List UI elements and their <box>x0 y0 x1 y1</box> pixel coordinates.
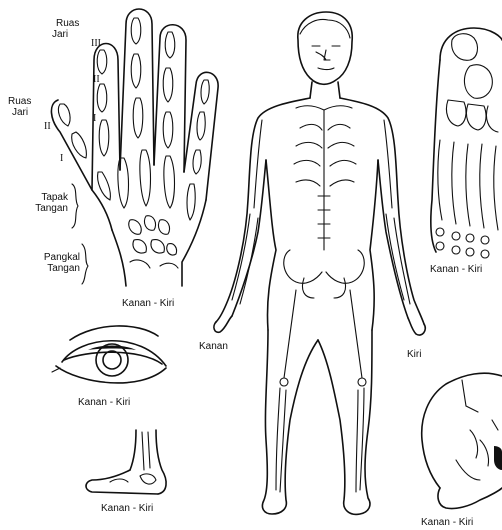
eye-caption: Kanan - Kiri <box>78 397 130 408</box>
body-label-kiri: Kiri <box>407 349 421 360</box>
foot-top-caption: Kanan - Kiri <box>430 264 482 275</box>
foot-side-caption: Kanan - Kiri <box>101 503 153 514</box>
hand-caption: Kanan - Kiri <box>122 298 174 309</box>
head-caption: Kanan - Kiri <box>421 517 473 528</box>
body-label-kanan: Kanan <box>199 341 228 352</box>
